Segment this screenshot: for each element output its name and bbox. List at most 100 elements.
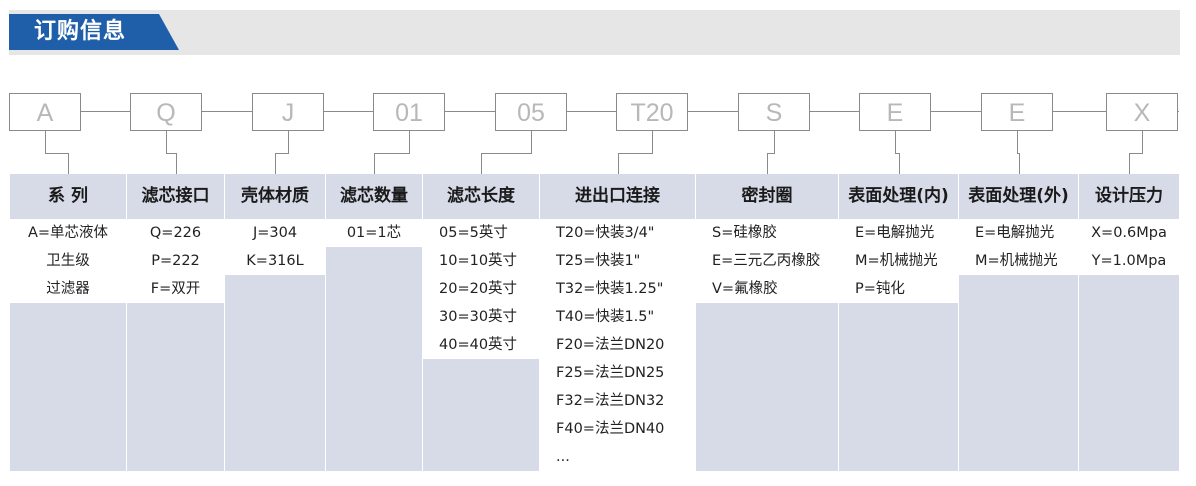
column-header: 密封圈	[741, 186, 793, 206]
connector-line	[275, 153, 276, 174]
column-options: E=电解抛光 M=机械抛光 P=钝化	[839, 219, 958, 303]
option-item: T40=快装1.5"	[556, 309, 655, 325]
column-options: 05=5英寸 10=10英寸 20=20英寸 30=30英寸 40=40英寸	[423, 219, 539, 359]
option-column: 密封圈 S=硅橡胶 E=三元乙丙橡胶 V=氟橡胶	[696, 174, 838, 471]
column-header: 设计压力	[1095, 186, 1163, 206]
code-box: J	[252, 93, 324, 131]
code-box: T20	[616, 93, 688, 131]
column-header: 壳体材质	[241, 186, 309, 206]
connector-line	[481, 153, 532, 154]
code-box: X	[1106, 93, 1178, 131]
option-item: J=304	[252, 225, 298, 241]
option-item: S=硅橡胶	[712, 225, 777, 241]
column-header: 表面处理(外)	[968, 186, 1069, 206]
option-item: 20=20英寸	[439, 281, 518, 297]
connector-line	[899, 153, 900, 174]
connector-line	[1017, 131, 1018, 153]
connector-line	[176, 153, 177, 174]
header-bar	[9, 10, 1180, 55]
connector-line	[767, 153, 775, 154]
option-item: 卫生级	[46, 253, 90, 269]
header-tab	[9, 14, 179, 50]
option-item: K=316L	[246, 253, 304, 269]
option-item: F40=法兰DN40	[556, 421, 665, 437]
option-item: T32=快装1.25"	[556, 281, 664, 297]
connector-line	[166, 131, 167, 153]
option-item: Q=226	[149, 225, 202, 241]
page-title: 订购信息	[34, 19, 127, 44]
option-item: T20=快装3/4"	[556, 225, 655, 241]
column-options: S=硅橡胶 E=三元乙丙橡胶 V=氟橡胶	[696, 219, 838, 303]
option-item: ...	[556, 449, 570, 465]
connector-line	[618, 153, 653, 154]
connector-line	[531, 131, 532, 153]
column-options: A=单芯液体卫生级过滤器	[10, 219, 126, 303]
code-box: 05	[495, 93, 567, 131]
code-box: E	[859, 93, 931, 131]
option-item: V=氟橡胶	[712, 281, 778, 297]
connector-line	[374, 153, 410, 154]
option-item: X=0.6Mpa	[1091, 225, 1167, 241]
option-item: 05=5英寸	[439, 225, 508, 241]
option-column: 滤芯长度 05=5英寸 10=10英寸 20=20英寸 30=30英寸 40=40英寸	[423, 174, 539, 471]
connector-line	[166, 153, 177, 154]
option-column: 滤芯数量 01=1芯	[326, 174, 422, 471]
connector-line	[374, 153, 375, 174]
option-item: 30=30英寸	[439, 309, 518, 325]
connector-line	[45, 153, 69, 154]
connector-line	[1129, 153, 1130, 174]
code-box: E	[981, 93, 1053, 131]
code-box: Q	[130, 93, 202, 131]
code-connector-line	[9, 111, 1179, 112]
column-header: 表面处理(内)	[848, 186, 949, 206]
column-header: 进出口连接	[575, 186, 660, 206]
option-item: M=机械抛光	[975, 253, 1058, 269]
column-header: 系 列	[48, 186, 88, 206]
option-item: F20=法兰DN20	[556, 337, 665, 353]
option-item: M=机械抛光	[855, 253, 938, 269]
connector-line	[481, 153, 482, 174]
connector-line	[895, 153, 900, 154]
option-column: 表面处理(内) E=电解抛光 M=机械抛光 P=钝化	[839, 174, 958, 471]
connector-line	[275, 153, 289, 154]
option-item: 40=40英寸	[439, 337, 518, 353]
connector-line	[1019, 153, 1020, 174]
connector-line	[652, 131, 653, 153]
option-item: F32=法兰DN32	[556, 393, 665, 409]
option-item: Y=1.0Mpa	[1091, 253, 1167, 269]
connector-line	[1017, 153, 1020, 154]
option-item: A=单芯液体	[27, 225, 109, 241]
column-options: 01=1芯	[326, 219, 422, 247]
code-box: 01	[373, 93, 445, 131]
option-item: P=222	[151, 253, 200, 269]
column-header: 滤芯数量	[340, 186, 408, 206]
connector-line	[45, 131, 46, 153]
connector-line	[409, 131, 410, 153]
connector-line	[895, 131, 896, 153]
column-options: T20=快装3/4"T25=快装1"T32=快装1.25"T40=快装1.5"F…	[540, 219, 695, 471]
connector-line	[618, 153, 619, 174]
option-item: P=钝化	[855, 281, 905, 297]
option-item: E=电解抛光	[855, 225, 935, 241]
option-item: F25=法兰DN25	[556, 365, 665, 381]
option-item: 10=10英寸	[439, 253, 518, 269]
connector-line	[774, 131, 775, 153]
connector-line	[1142, 131, 1143, 153]
connector-line	[767, 153, 768, 174]
option-item: E=三元乙丙橡胶	[712, 253, 821, 269]
code-box: S	[738, 93, 810, 131]
connector-line	[68, 153, 69, 174]
option-item: F=双开	[150, 281, 201, 297]
connector-line	[1129, 153, 1143, 154]
option-item: 过滤器	[46, 281, 90, 297]
column-header: 滤芯长度	[447, 186, 515, 206]
